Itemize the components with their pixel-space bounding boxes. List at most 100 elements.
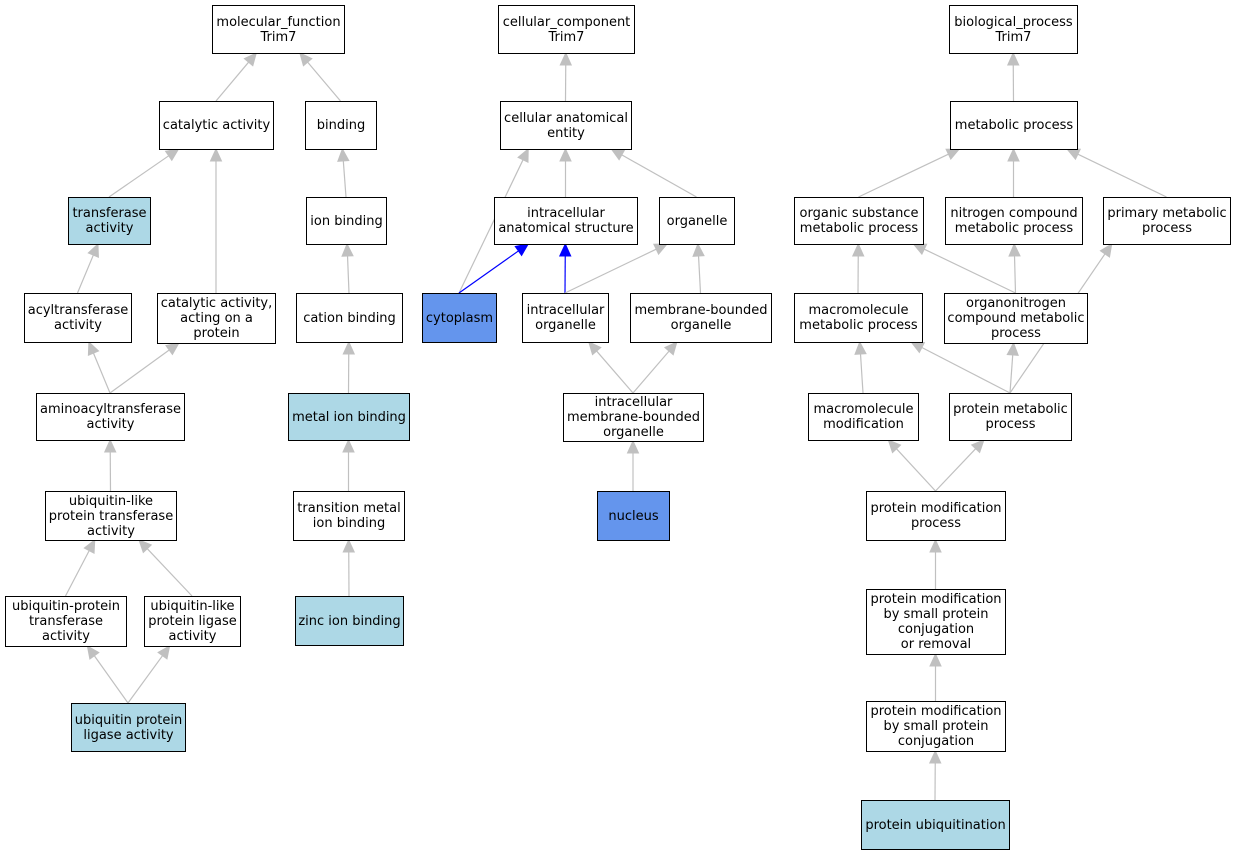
edge-organicsub-to-metabolic-line — [858, 153, 949, 198]
edge-transferase-to-catalytic-line — [108, 155, 170, 198]
edge-primary-to-metabolic-arrowhead — [1065, 148, 1082, 161]
node-box-nitrogen[interactable] — [945, 197, 1083, 245]
node-box-cationbinding[interactable] — [296, 293, 403, 343]
edge-protmod-to-macromod-line — [896, 448, 936, 492]
edge-organelle-to-cae-arrowhead — [610, 148, 626, 161]
node-box-cytoplasm[interactable] — [422, 293, 497, 343]
edge-protmodconj-to-protmodsmall-arrowhead — [929, 652, 942, 667]
edge-cae-to-cc-arrowhead — [559, 51, 573, 66]
edge-protmetab-to-organonitrogen-arrowhead — [1006, 341, 1019, 356]
edge-cytoplasm-to-cae-line — [458, 159, 524, 294]
node-box-ublligase[interactable] — [144, 596, 241, 647]
node-box-ionbinding[interactable] — [306, 197, 387, 245]
edge-imbo-to-mbo-line — [632, 350, 670, 394]
edge-intraorg-to-organelle-line — [564, 248, 657, 294]
node-box-protmod[interactable] — [866, 491, 1006, 541]
edge-catalytic-to-mf-arrowhead — [243, 52, 258, 67]
node-box-transmetal[interactable] — [293, 491, 405, 541]
node-box-catprotein[interactable] — [157, 293, 276, 344]
edge-nucleus-to-imbo-arrowhead — [626, 439, 640, 454]
edge-acyltransferase-to-transferase-arrowhead — [87, 242, 99, 258]
node-box-ubllike[interactable] — [45, 491, 177, 541]
edge-macromod-to-macromol-arrowhead — [854, 340, 867, 355]
edge-protmod-to-macromod-arrowhead — [887, 439, 902, 454]
edge-ubligase-to-ublligase-arrowhead — [157, 645, 171, 660]
edge-intraorg-to-ias-arrowhead — [558, 242, 572, 257]
edge-ubligase-to-ublligase-line — [127, 655, 164, 704]
node-box-cc[interactable] — [498, 5, 635, 54]
edge-organonitrogen-to-organicsub-line — [924, 248, 1016, 294]
edge-metalion-to-cationbinding-arrowhead — [342, 340, 356, 355]
edge-catalytic-to-mf-line — [215, 61, 250, 102]
node-box-nucleus[interactable] — [597, 491, 670, 541]
edge-imbo-to-intraorg-line — [596, 350, 634, 394]
node-box-aminoacyl[interactable] — [36, 393, 185, 441]
node-box-imbo[interactable] — [563, 393, 704, 442]
edge-protmodsmall-to-protmod-arrowhead — [929, 538, 942, 553]
edge-zinc-to-transmetal-arrowhead — [342, 538, 356, 553]
edge-protmetab-to-macromol-line — [921, 346, 1011, 394]
node-box-cae[interactable] — [500, 101, 632, 150]
node-box-zinc[interactable] — [295, 596, 404, 646]
edge-aminoacyl-to-acyltransferase-line — [92, 352, 111, 394]
node-box-protmodsmall[interactable] — [866, 589, 1006, 655]
node-box-ias[interactable] — [494, 197, 638, 245]
node-box-organelle[interactable] — [659, 197, 735, 245]
edge-ublligase-to-ubllike-arrowhead — [138, 539, 153, 554]
edge-acyltransferase-to-transferase-line — [76, 254, 94, 294]
edge-cationbinding-to-ionbinding-line — [346, 255, 350, 294]
edge-ubligase-to-ubprottransf-line — [93, 655, 129, 704]
edge-transmetal-to-metalion-arrowhead — [342, 438, 355, 453]
edge-ublligase-to-ubllike-line — [146, 548, 193, 597]
edge-transferase-to-catalytic-arrowhead — [164, 148, 180, 162]
node-box-organonitrogen[interactable] — [944, 293, 1088, 344]
edge-macromod-to-macromol-line — [859, 353, 864, 394]
node-box-ubligase[interactable] — [71, 703, 186, 752]
edge-ubllike-to-aminoacyl-arrowhead — [103, 438, 117, 453]
node-box-mbo[interactable] — [630, 293, 772, 343]
edge-primary-to-metabolic-line — [1077, 153, 1167, 198]
node-box-protmodconj[interactable] — [866, 701, 1006, 752]
edge-protmetab-to-primary-arrowhead — [1099, 243, 1113, 258]
node-box-binding[interactable] — [305, 101, 377, 150]
edge-protmetab-to-organonitrogen-line — [1009, 354, 1014, 394]
node-box-ubprottransf[interactable] — [5, 596, 127, 647]
edge-protmod-to-protmetab-line — [935, 448, 977, 492]
node-box-metalion[interactable] — [288, 393, 410, 441]
edge-catprotein-to-catalytic-arrowhead — [209, 147, 223, 162]
node-box-acyltransferase[interactable] — [24, 293, 132, 343]
node-box-transferase[interactable] — [68, 197, 151, 245]
edge-binding-to-mf-arrowhead — [299, 52, 313, 67]
edge-nitrogen-to-metabolic-arrowhead — [1007, 147, 1020, 162]
edge-organonitrogen-to-organicsub-arrowhead — [912, 243, 928, 256]
node-box-metabolic[interactable] — [950, 101, 1078, 150]
edge-aminoacyl-to-catprotein-line — [109, 349, 170, 394]
node-box-mf[interactable] — [212, 5, 345, 54]
edge-mbo-to-organelle-arrowhead — [692, 242, 705, 257]
edge-aminoacyl-to-acyltransferase-arrowhead — [87, 340, 100, 356]
edge-imbo-to-intraorg-arrowhead — [588, 341, 602, 356]
edge-cytoplasm-to-ias-line — [458, 250, 519, 294]
edge-ias-to-cae-arrowhead — [559, 147, 572, 162]
node-box-bp[interactable] — [949, 5, 1078, 54]
node-box-macromod[interactable] — [808, 393, 919, 441]
node-box-intraorg[interactable] — [522, 293, 609, 343]
node-box-organicsub[interactable] — [794, 197, 924, 245]
edge-macromol-to-organicsub-arrowhead — [851, 242, 865, 257]
edge-protmetab-to-macromol-arrowhead — [910, 341, 926, 354]
edge-ubligase-to-ubprottransf-arrowhead — [86, 645, 100, 660]
edge-metabolic-to-bp-arrowhead — [1006, 51, 1020, 66]
node-box-primary[interactable] — [1103, 197, 1231, 245]
edge-cytoplasm-to-ias-arrowhead — [514, 243, 530, 257]
node-box-macromol[interactable] — [794, 293, 923, 343]
edge-ubiquitination-to-protmodconj-arrowhead — [928, 749, 942, 764]
edge-ubprottransf-to-ubllike-arrowhead — [83, 538, 96, 554]
node-box-ubiquitination[interactable] — [861, 800, 1010, 850]
node-box-protmetab[interactable] — [949, 393, 1072, 441]
edge-cytoplasm-to-cae-arrowhead — [517, 147, 529, 163]
edge-protmod-to-protmetab-arrowhead — [970, 439, 985, 454]
node-box-catalytic[interactable] — [159, 101, 274, 150]
edge-aminoacyl-to-catprotein-arrowhead — [165, 342, 180, 356]
